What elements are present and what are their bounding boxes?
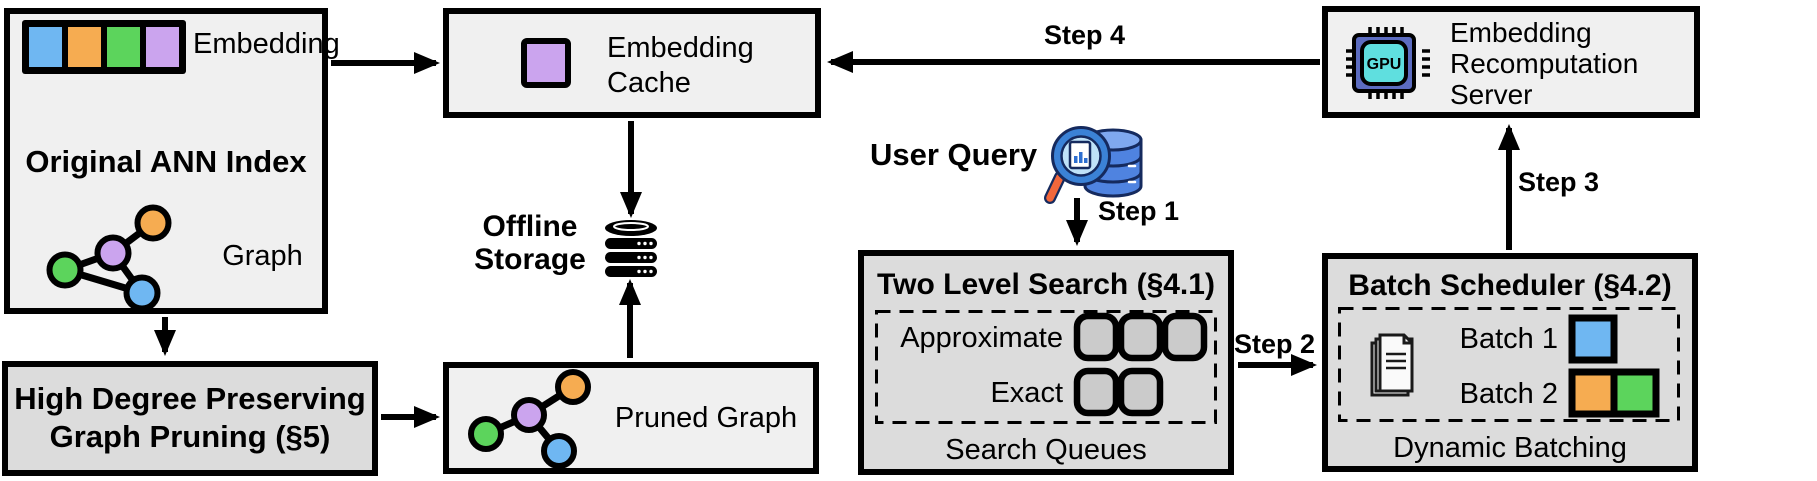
- search-queues-panel: Approximate Exact: [875, 310, 1217, 424]
- batch2-label: Batch 2: [1459, 378, 1558, 410]
- step1-label: Step 1: [1098, 196, 1180, 226]
- dynamic-batching-footer: Dynamic Batching: [1393, 432, 1627, 464]
- batch-scheduler-title: Batch Scheduler (§4.2): [1348, 269, 1672, 302]
- two-level-search-box: Two Level Search (§4.1) Approximate Exac…: [858, 250, 1234, 475]
- approximate-queue-slots-icon: [1073, 312, 1208, 362]
- embedding-cell-green: [107, 27, 140, 67]
- batch2-slot-icon: [1568, 368, 1660, 418]
- dynamic-batching-panel: Batch 1 Batch 2: [1338, 307, 1680, 422]
- dashed-border: [875, 310, 1217, 424]
- embedding-label: Embedding: [193, 28, 340, 60]
- step4-label: Step 4: [1044, 20, 1126, 50]
- two-level-search-title: Two Level Search (§4.1): [877, 268, 1215, 301]
- graph-pruning-label: High Degree Preserving Graph Pruning (§5…: [14, 381, 366, 454]
- cached-embedding-icon: [521, 38, 571, 88]
- recomputation-server-box: GPU Embedding Recomputation Server: [1322, 6, 1700, 118]
- exact-queue-slots-icon: [1073, 367, 1164, 417]
- embedding-cell-purple: [146, 27, 179, 67]
- gpu-text: GPU: [1367, 56, 1402, 73]
- exact-label: Exact: [990, 377, 1063, 409]
- pruned-graph-icon: [468, 369, 591, 469]
- user-query-icon: [1044, 126, 1143, 204]
- search-queues-footer: Search Queues: [945, 434, 1147, 466]
- user-query-label: User Query: [870, 137, 1038, 172]
- original-ann-index-box: Embedding Original ANN Index Graph: [4, 8, 340, 314]
- graph-label: Graph: [222, 240, 303, 272]
- batch-scheduler-box: Batch Scheduler (§4.2) Batch 1: [1322, 253, 1698, 472]
- offline-storage-label: Offline Storage: [474, 210, 586, 276]
- graph-pruning-box: High Degree Preserving Graph Pruning (§5…: [2, 361, 378, 476]
- batch1-label: Batch 1: [1459, 323, 1558, 355]
- approximate-label: Approximate: [900, 322, 1063, 354]
- embedding-cache-label: Embedding Cache: [607, 32, 754, 99]
- batch1-slot-icon: [1568, 314, 1618, 364]
- step2-label: Step 2: [1234, 329, 1316, 359]
- pruned-graph-box: Pruned Graph: [443, 362, 819, 474]
- embedding-vector-icon: [22, 20, 186, 74]
- documents-icon: [1370, 333, 1414, 397]
- offline-storage-icon: [605, 220, 657, 277]
- embedding-cache-box: Embedding Cache: [443, 8, 821, 118]
- ann-index-title: Original ANN Index: [25, 144, 307, 179]
- recomputation-server-label: Embedding Recomputation Server: [1450, 17, 1639, 110]
- dashed-border: [1338, 307, 1680, 422]
- embedding-cell-orange: [68, 27, 101, 67]
- step3-label: Step 3: [1518, 167, 1600, 197]
- pruned-graph-label: Pruned Graph: [614, 402, 798, 434]
- embedding-cell-blue: [29, 27, 62, 67]
- gpu-chip-icon: GPU: [1346, 27, 1430, 99]
- graph-icon: [46, 204, 172, 312]
